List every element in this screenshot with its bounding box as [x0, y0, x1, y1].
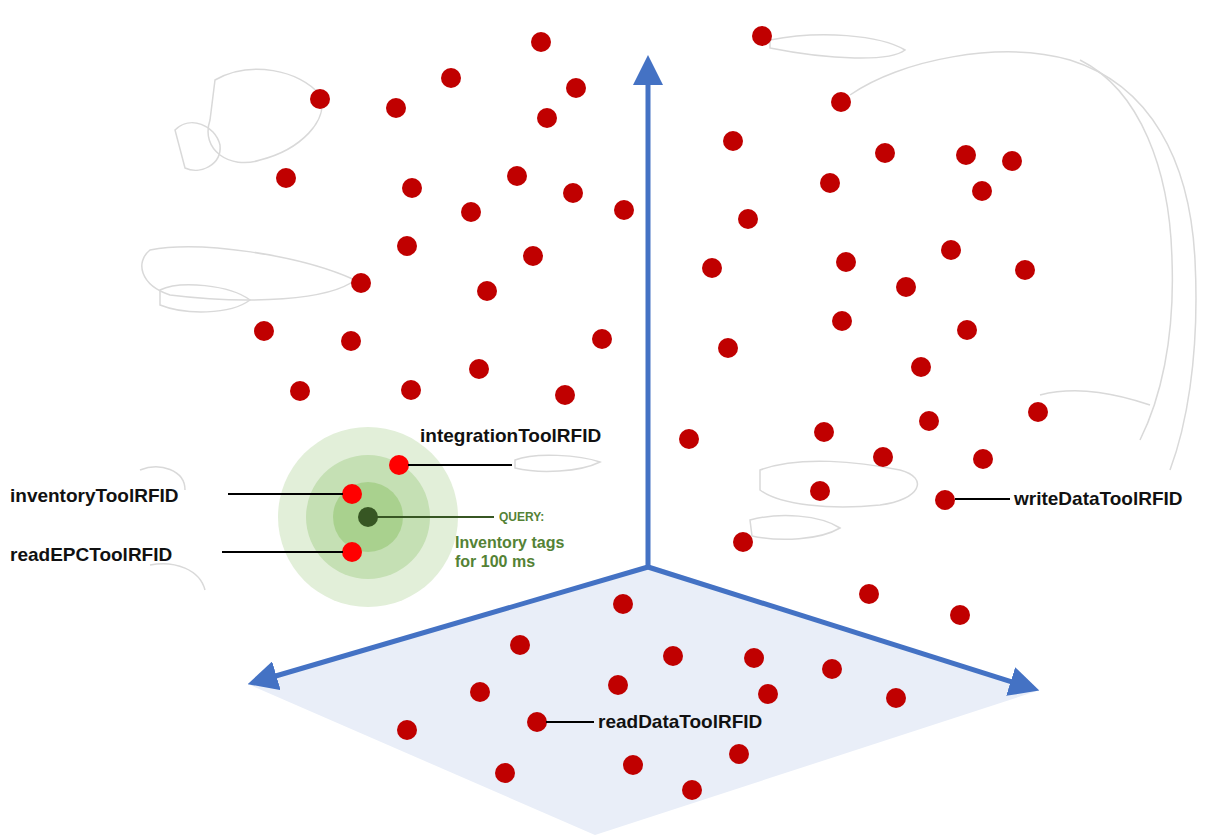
leader-lines	[222, 465, 1010, 722]
embedding-point	[702, 258, 722, 278]
embedding-point	[875, 143, 895, 163]
query-heading: QUERY:	[499, 511, 544, 525]
embedding-point	[254, 321, 274, 341]
embedding-point	[822, 659, 842, 679]
embedding-point	[886, 688, 906, 708]
tool-label: integrationToolRFID	[420, 425, 601, 447]
embedding-point	[623, 755, 643, 775]
embedding-point	[723, 131, 743, 151]
embedding-point	[919, 411, 939, 431]
embedding-point	[941, 240, 961, 260]
embedding-point	[401, 380, 421, 400]
embedding-point	[957, 320, 977, 340]
embedding-point	[351, 273, 371, 293]
nearest-points	[342, 455, 409, 562]
embedding-point	[896, 277, 916, 297]
embedding-point	[911, 357, 931, 377]
embedding-point	[973, 449, 993, 469]
embedding-point	[531, 32, 551, 52]
embedding-point	[523, 246, 543, 266]
embedding-point	[441, 68, 461, 88]
embedding-point	[679, 429, 699, 449]
embedding-point	[972, 181, 992, 201]
embedding-point	[477, 281, 497, 301]
embedding-point	[537, 108, 557, 128]
embedding-point	[738, 209, 758, 229]
embedding-point	[276, 168, 296, 188]
axes	[262, 70, 1025, 686]
embedding-point	[341, 331, 361, 351]
embedding-point	[718, 338, 738, 358]
query-leader	[377, 516, 494, 518]
embedding-point	[495, 763, 515, 783]
embedding-point	[1002, 151, 1022, 171]
embedding-point	[461, 202, 481, 222]
embedding-point	[663, 646, 683, 666]
embedding-point	[397, 236, 417, 256]
embedding-point	[935, 490, 955, 510]
embedding-point	[950, 605, 970, 625]
embedding-point	[752, 26, 772, 46]
embedding-point	[758, 684, 778, 704]
embedding-point	[814, 422, 834, 442]
embedding-point	[397, 720, 417, 740]
embedding-point	[469, 359, 489, 379]
embedding-point	[386, 98, 406, 118]
embedding-point	[566, 78, 586, 98]
embedding-point	[810, 481, 830, 501]
tool-label: readEPCToolRFID	[10, 544, 172, 566]
query-point	[358, 507, 378, 527]
embedding-point	[555, 385, 575, 405]
embedding-point	[563, 183, 583, 203]
tool-label: readDataToolRFID	[598, 711, 762, 733]
embedding-point	[729, 744, 749, 764]
embedding-point	[733, 532, 753, 552]
embedding-point	[510, 635, 530, 655]
embedding-point	[744, 648, 764, 668]
embedding-point	[1015, 260, 1035, 280]
embedding-point	[310, 89, 330, 109]
embedding-point	[831, 92, 851, 112]
embedding-point	[507, 166, 527, 186]
embedding-point	[956, 145, 976, 165]
embedding-point	[470, 682, 490, 702]
embedding-point	[873, 447, 893, 467]
embedding-points	[254, 26, 1048, 800]
embedding-point	[682, 780, 702, 800]
embedding-point	[836, 252, 856, 272]
embedding-point	[527, 712, 547, 732]
tool-label: writeDataToolRFID	[1014, 488, 1183, 510]
embedding-point	[290, 381, 310, 401]
embedding-point	[402, 178, 422, 198]
embedding-point	[608, 675, 628, 695]
embedding-point	[592, 329, 612, 349]
embedding-point	[820, 173, 840, 193]
embedding-point	[614, 200, 634, 220]
embedding-point	[859, 584, 879, 604]
embedding-point	[613, 594, 633, 614]
query-text: Inventory tags for 100 ms	[455, 533, 575, 571]
embedding-point	[1028, 402, 1048, 422]
embedding-point	[832, 311, 852, 331]
tool-label: inventoryToolRFID	[10, 485, 179, 507]
